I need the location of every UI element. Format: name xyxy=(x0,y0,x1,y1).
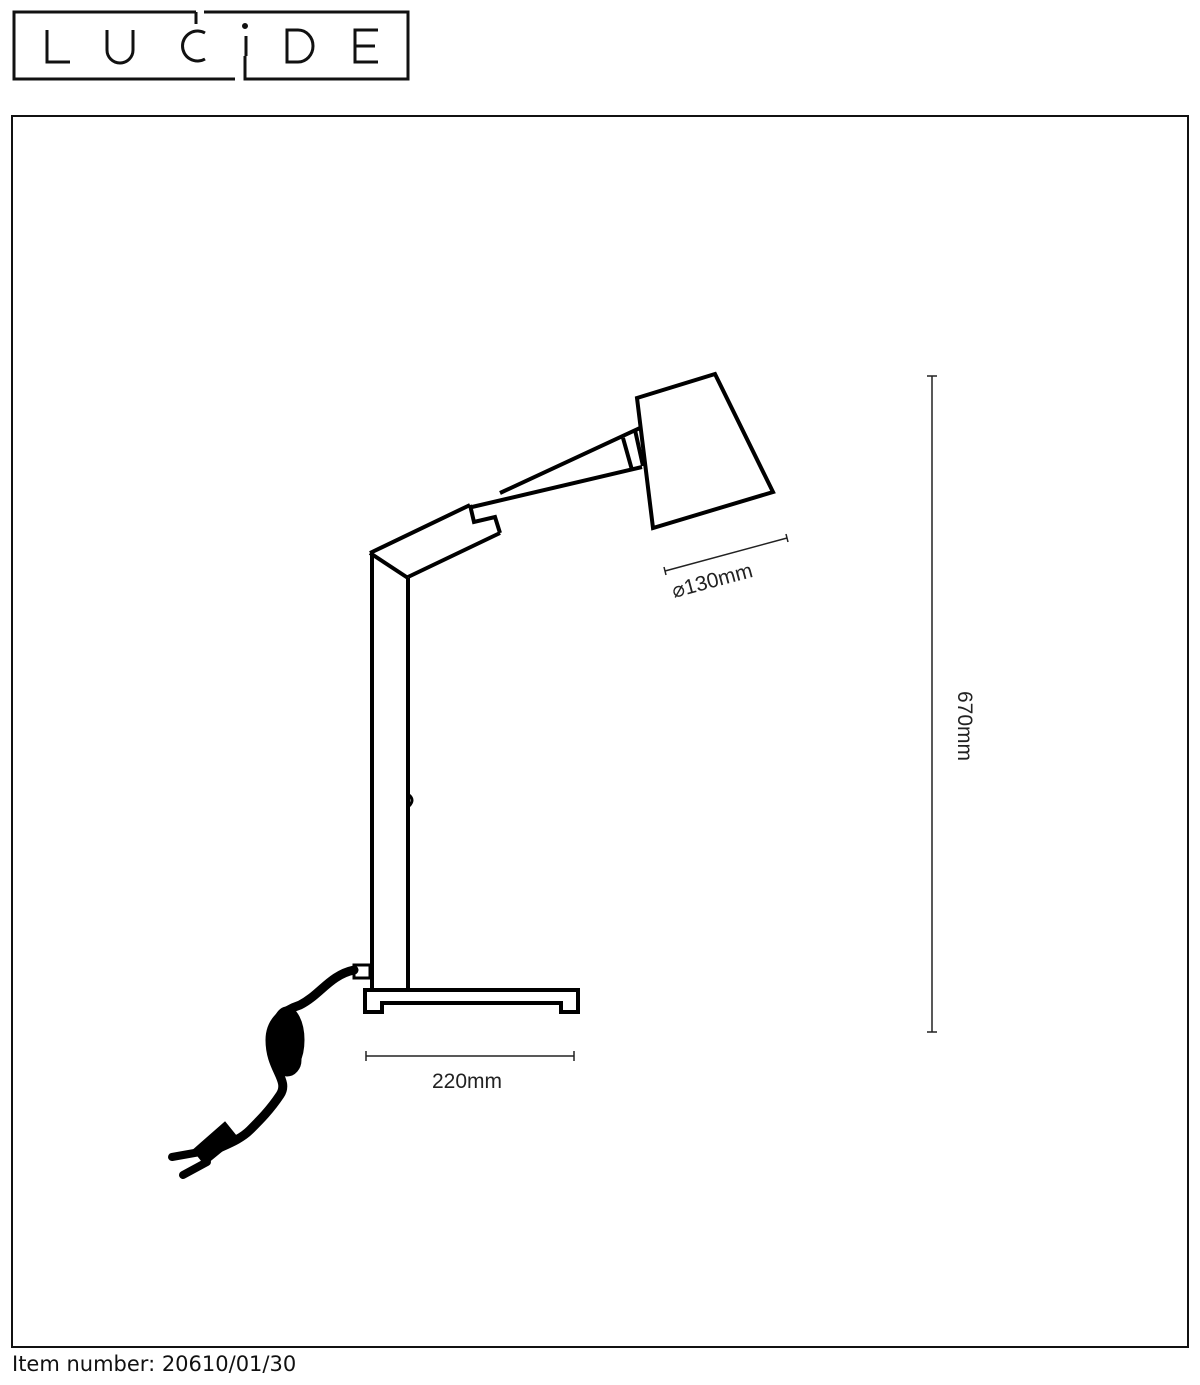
lamp-base xyxy=(363,988,580,1014)
item-number: Item number: 20610/01/30 xyxy=(12,1352,297,1376)
switch-icon xyxy=(407,793,414,808)
lamp-arm xyxy=(369,426,641,555)
lucide-logo xyxy=(12,10,410,81)
base-width-label: 220mm xyxy=(432,1070,502,1093)
power-cable xyxy=(168,965,359,1179)
plug-icon xyxy=(192,1121,239,1166)
lamp-pole xyxy=(370,553,410,990)
dimension-lines xyxy=(365,375,937,1061)
lamp-shade xyxy=(634,371,776,531)
lamp-drawing xyxy=(352,371,776,1014)
drawing-frame xyxy=(11,115,1189,1348)
height-label: 670mm xyxy=(953,691,976,761)
